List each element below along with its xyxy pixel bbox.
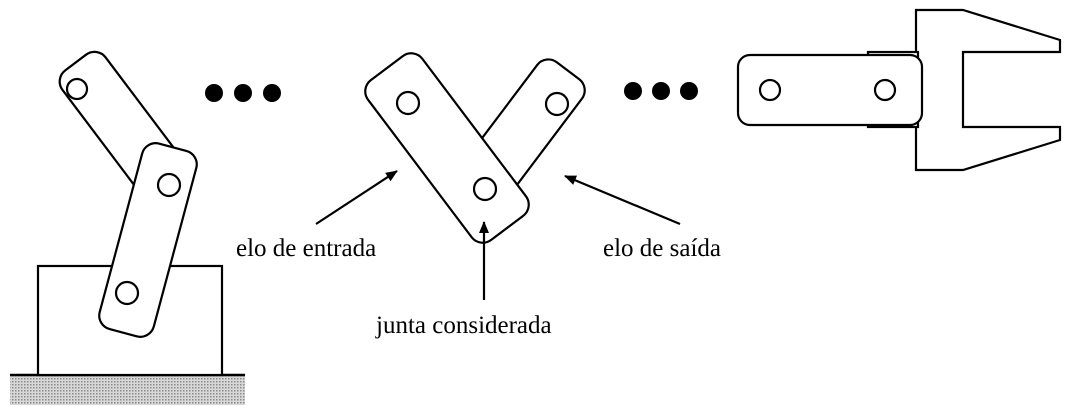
label-output-link: elo de saída bbox=[603, 235, 721, 262]
arrow-output-link bbox=[564, 174, 681, 226]
end-link bbox=[736, 53, 924, 127]
pin-hole bbox=[65, 77, 89, 101]
ellipsis-right bbox=[624, 82, 698, 100]
label-joint: junta considerada bbox=[375, 312, 552, 339]
pin-hole bbox=[114, 280, 140, 306]
pin-hole bbox=[544, 91, 570, 117]
ellipsis-left bbox=[205, 84, 281, 102]
label-input-link: elo de entrada bbox=[236, 235, 376, 262]
gripper-body bbox=[914, 8, 1062, 172]
pin-hole bbox=[758, 78, 782, 102]
pin-hole bbox=[395, 90, 421, 116]
ground-hatch bbox=[10, 375, 245, 405]
pin-hole bbox=[156, 172, 182, 198]
arrow-input-link bbox=[315, 170, 398, 225]
pin-hole bbox=[472, 176, 498, 202]
pin-hole bbox=[873, 78, 897, 102]
